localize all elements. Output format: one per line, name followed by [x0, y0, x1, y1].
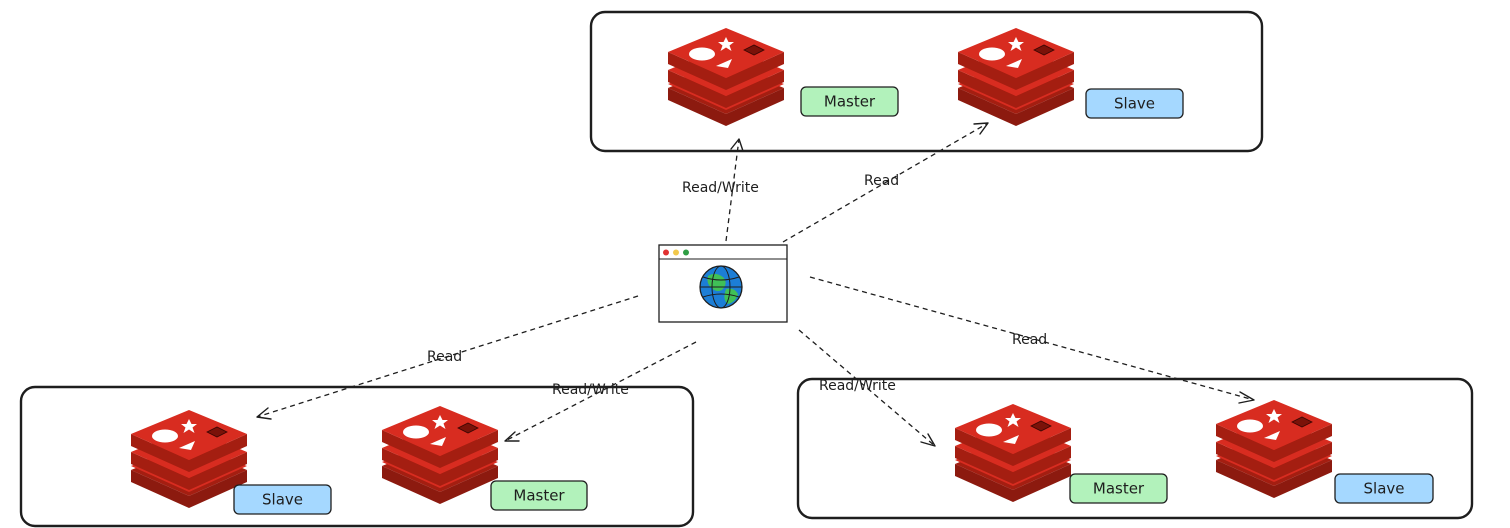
cluster-box-bottom-left [19, 385, 695, 528]
edge-client-to-bottom-right-master: Read/Write [798, 329, 936, 447]
edge-label: Read [427, 349, 462, 365]
edge-client-to-bottom-right-slave: Read [809, 276, 1255, 404]
role-badge-master [490, 480, 588, 511]
role-label: Master [1093, 480, 1145, 498]
role-badge-slave [233, 484, 332, 515]
browser-globe-icon [658, 244, 788, 323]
edge-client-to-bottom-left-slave: Read [256, 295, 639, 420]
role-label: Slave [1364, 480, 1405, 498]
role-label: Master [513, 487, 565, 505]
edge-label: Read/Write [819, 378, 896, 394]
edge-client-to-top-slave: Read [782, 122, 989, 243]
role-label: Slave [262, 491, 303, 509]
edge-label: Read/Write [552, 382, 629, 398]
edge-label: Read [1012, 332, 1047, 348]
role-badge-master [1069, 473, 1168, 504]
role-badge-slave [1334, 473, 1434, 504]
role-label: Slave [1114, 95, 1155, 113]
edge-label: Read [864, 173, 899, 189]
edge-client-to-top-master: Read/Write [682, 138, 759, 242]
role-badge-master [800, 86, 899, 117]
role-label: Master [824, 93, 876, 111]
edge-label: Read/Write [682, 180, 759, 196]
role-badge-slave [1085, 88, 1184, 119]
edge-client-to-bottom-left-master: Read/Write [504, 341, 697, 442]
